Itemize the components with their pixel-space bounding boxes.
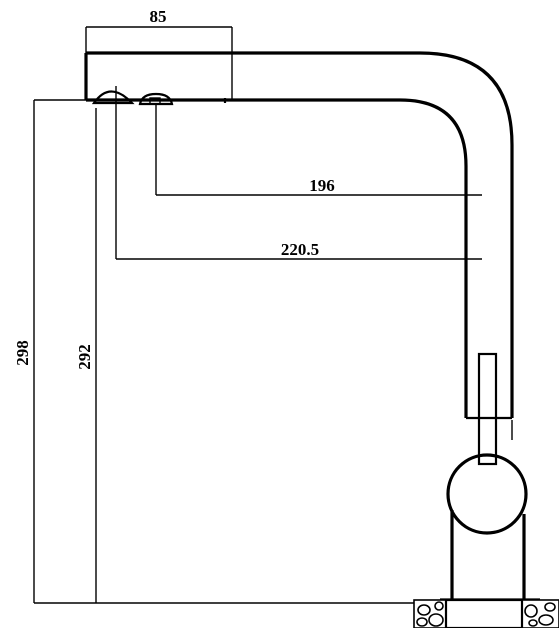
dimension-292: 292 (75, 108, 97, 603)
outlet-button-slot (149, 97, 161, 105)
dimension-298: 298 (13, 99, 86, 603)
spout-outer-edge (86, 51, 514, 418)
countertop-section (413, 598, 559, 628)
dimension-85: 85 (85, 7, 233, 100)
faucet-body (440, 352, 540, 612)
dimension-196: 196 (155, 104, 482, 196)
stone-3 (416, 617, 428, 627)
stone-7 (544, 602, 556, 612)
outlet-button (138, 92, 174, 106)
stone-2 (428, 613, 444, 627)
lever-handle (477, 352, 498, 466)
dim-label-220: 220.5 (281, 240, 319, 259)
dim-label-85: 85 (150, 7, 167, 26)
spout-inner-edge (86, 98, 468, 418)
mount-hole (444, 598, 524, 628)
mixer-body (446, 453, 528, 535)
stone-4 (434, 601, 444, 611)
dim-label-292: 292 (75, 344, 94, 370)
outlet-dome (91, 90, 135, 105)
stone-5 (524, 604, 538, 618)
spray-outlets (91, 90, 174, 106)
stone-1 (417, 604, 431, 616)
dim-label-298: 298 (13, 340, 32, 366)
spout-outline (84, 51, 514, 418)
dim-label-196: 196 (309, 176, 335, 195)
dimension-220-5: 220.5 (115, 86, 482, 260)
stone-8 (528, 619, 538, 627)
stone-6 (538, 614, 554, 626)
